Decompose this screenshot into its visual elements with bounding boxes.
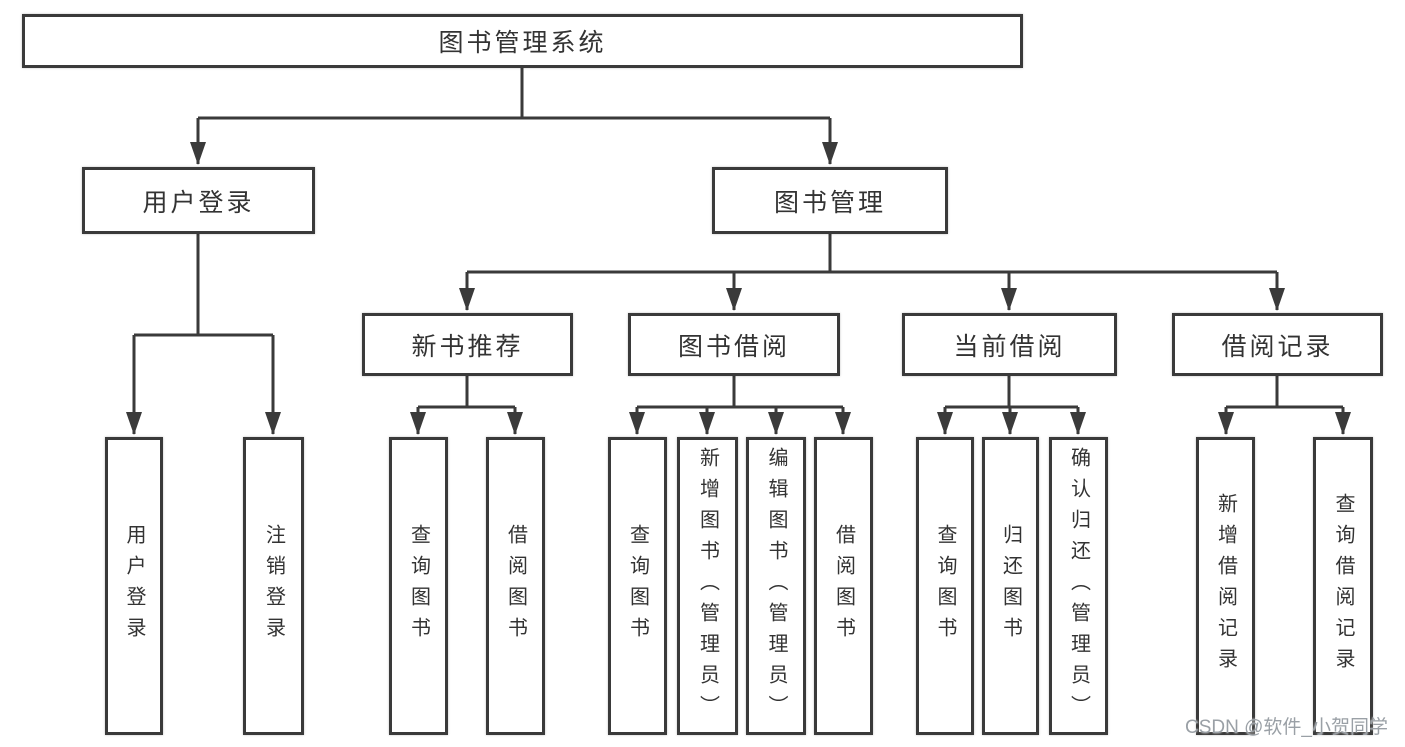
node-label: 归还图书 <box>999 524 1022 648</box>
node-label: 当前借阅 <box>953 332 1066 361</box>
node-label: 新书推荐 <box>411 332 524 361</box>
node-label: 用户登录 <box>123 524 145 648</box>
connector-segments <box>126 68 1351 435</box>
node-label: 查询借阅记录 <box>1332 493 1354 679</box>
node-book-borrow: 图书借阅 <box>628 313 840 376</box>
leaf-add-borrow-record: 新增借阅记录 <box>1196 437 1255 735</box>
node-library-system: 图书管理系统 <box>22 14 1023 68</box>
leaf-return-books: 归还图书 <box>982 437 1039 735</box>
node-label: 图书管理系统 <box>438 29 607 57</box>
leaf-query-borrow-record: 查询借阅记录 <box>1313 437 1373 735</box>
leaf-edit-books-admin: 编辑图书（管理员） <box>746 437 806 735</box>
node-new-book-recommend: 新书推荐 <box>362 313 573 376</box>
node-label: 注销登录 <box>262 524 285 648</box>
csdn-watermark: CSDN @软件_小贺同学 <box>1185 717 1388 738</box>
node-borrow-records: 借阅记录 <box>1172 313 1383 376</box>
node-label: 图书管理 <box>773 188 886 217</box>
connector-trunk-lines <box>134 68 1343 409</box>
leaf-query-books: 查询图书 <box>608 437 667 735</box>
leaf-add-books-admin: 新增图书（管理员） <box>677 437 738 735</box>
node-user-login: 用户登录 <box>82 167 315 234</box>
node-label: 查询图书 <box>626 524 649 648</box>
leaf-query-books: 查询图书 <box>389 437 448 735</box>
node-label: 借阅图书 <box>504 524 527 648</box>
node-label: 查询图书 <box>934 524 956 648</box>
node-label: 查询图书 <box>407 524 430 648</box>
node-book-management: 图书管理 <box>712 167 948 234</box>
leaf-user-login: 用户登录 <box>105 437 163 735</box>
node-current-borrow: 当前借阅 <box>902 313 1117 376</box>
leaf-borrow-books: 借阅图书 <box>814 437 873 735</box>
node-label: 用户登录 <box>142 188 255 217</box>
node-label: 新增图书（管理员） <box>696 446 719 726</box>
leaf-query-books: 查询图书 <box>916 437 974 735</box>
leaf-confirm-return-admin: 确认归还（管理员） <box>1049 437 1108 735</box>
node-label: 借阅记录 <box>1221 332 1334 361</box>
node-label: 确认归还（管理员） <box>1067 446 1090 726</box>
node-label: 借阅图书 <box>832 524 855 648</box>
node-label: 新增借阅记录 <box>1214 493 1237 679</box>
leaf-logout: 注销登录 <box>243 437 304 735</box>
node-label: 编辑图书（管理员） <box>765 446 787 726</box>
leaf-borrow-books: 借阅图书 <box>486 437 545 735</box>
node-label: 图书借阅 <box>677 332 790 361</box>
